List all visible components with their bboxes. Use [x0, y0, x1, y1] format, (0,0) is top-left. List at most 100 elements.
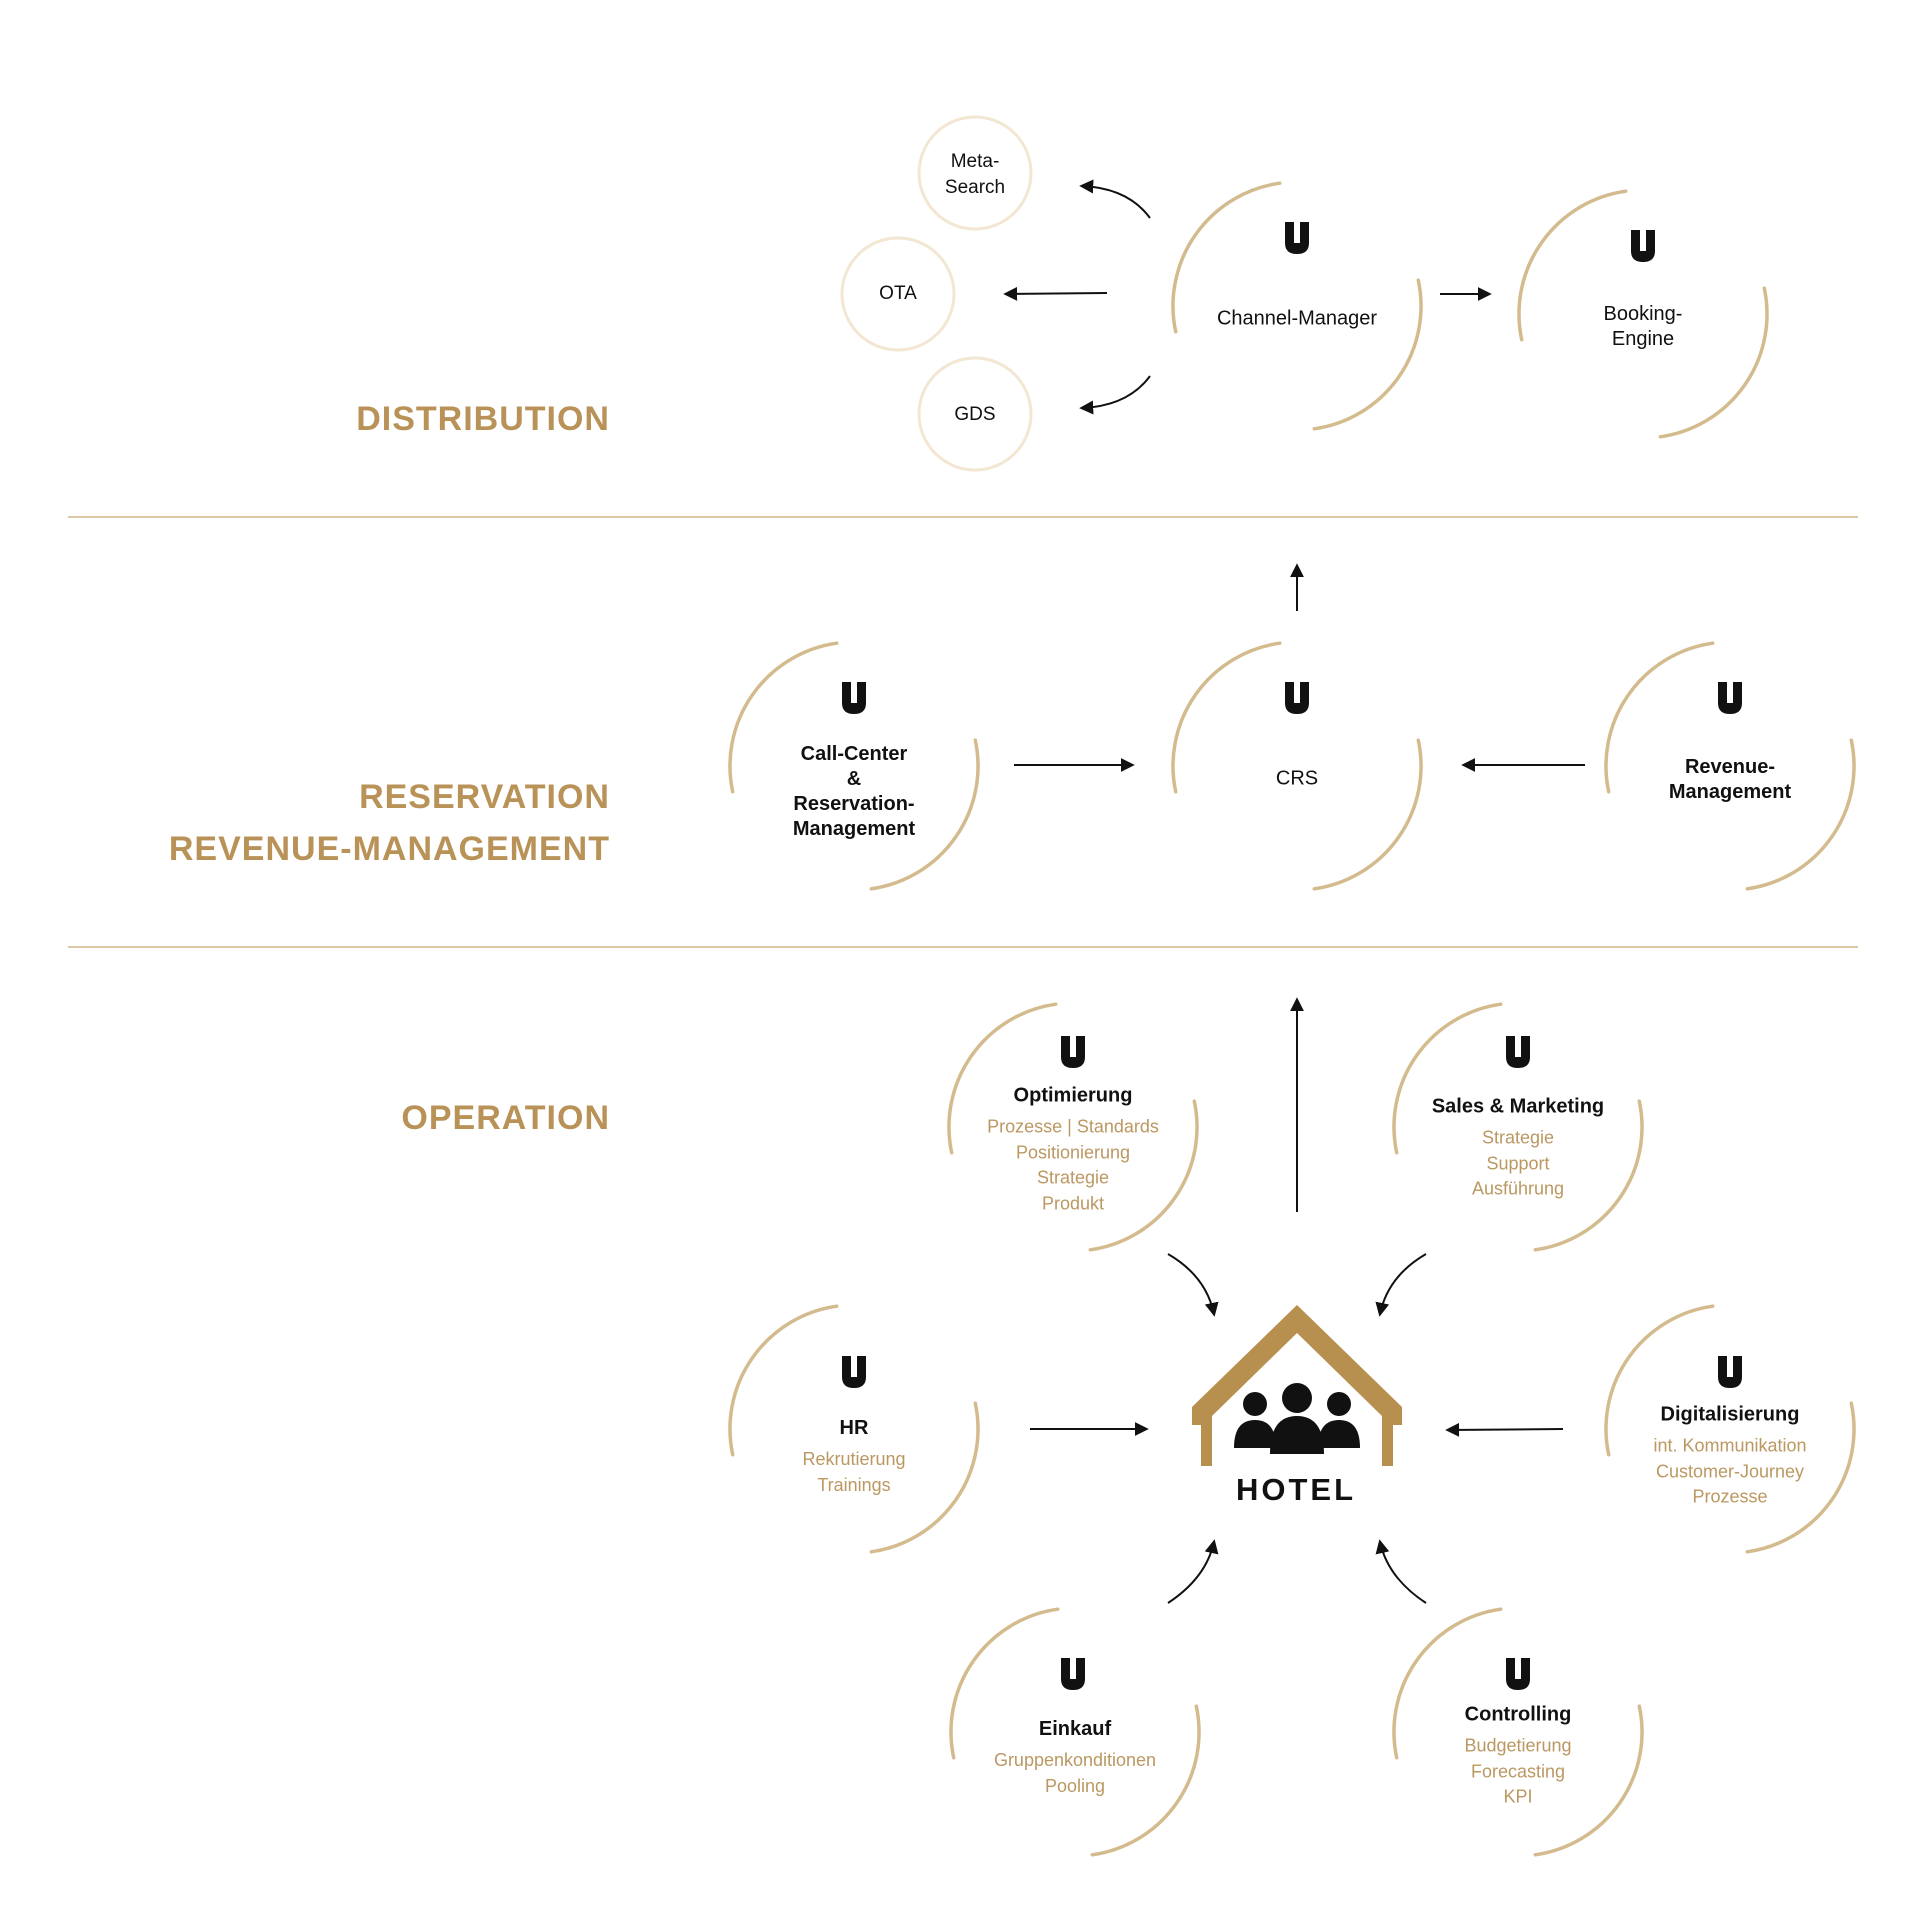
ring-arc — [1090, 1704, 1201, 1857]
shield-icon — [1061, 1036, 1085, 1068]
node-crs: CRS — [1177, 767, 1417, 792]
ring-arc — [1392, 1002, 1503, 1155]
revenue-line1: Revenue- — [1684, 756, 1776, 778]
node-channel-manager: Channel-Manager — [1177, 307, 1417, 332]
section-label-operation: OPERATION — [401, 1092, 610, 1144]
meta-search-circle — [917, 115, 1033, 231]
node-gds: GDS — [915, 402, 1035, 428]
node-revenue-management: Revenue- Management — [1610, 755, 1850, 805]
shield-icon — [842, 682, 866, 714]
digitalisierung-title: Digitalisierung — [1660, 1403, 1800, 1426]
ring-arc — [1088, 1099, 1199, 1252]
ring-arc — [1533, 1704, 1644, 1857]
ring-booking-engine — [1517, 189, 1769, 439]
ota-circle — [840, 236, 956, 352]
arrow-optimierung-to-hotel — [1167, 1253, 1219, 1317]
sales-marketing-title: Sales & Marketing — [1431, 1095, 1605, 1118]
revenue-line2: Management — [1668, 781, 1792, 803]
ring-arc — [1312, 738, 1423, 891]
ring-arc — [1392, 1607, 1503, 1760]
ring-arc — [1658, 286, 1769, 439]
ota-label: OTA — [879, 283, 917, 304]
ring-arc — [1533, 1099, 1644, 1252]
arrow-einkauf-to-hotel — [1167, 1539, 1219, 1604]
ring-arc — [949, 1607, 1060, 1760]
hotel-house-icon — [1192, 1305, 1402, 1466]
ring-arc — [1604, 641, 1715, 794]
channel-manager-title: Channel-Manager — [1216, 307, 1378, 330]
shield-icon — [1506, 1658, 1530, 1690]
ring-sales-marketing — [1392, 1002, 1644, 1252]
node-booking-engine: Booking- Engine — [1523, 302, 1763, 352]
sales-marketing-sub: Support — [1486, 1152, 1550, 1173]
controlling-sub: Forecasting — [1470, 1760, 1566, 1781]
section-reservation-line1: RESERVATION — [359, 778, 610, 816]
arrow-controlling-to-hotel — [1375, 1539, 1427, 1604]
optimierung-sub: Positionierung — [1015, 1142, 1131, 1162]
node-meta-search: Meta- Search — [915, 149, 1035, 201]
shield-icon — [842, 1356, 866, 1388]
einkauf-sub: Gruppenkonditionen — [993, 1750, 1157, 1770]
arrow-to-ota — [1003, 286, 1108, 301]
ring-controlling — [1392, 1607, 1644, 1857]
optimierung-sub: Produkt — [1041, 1193, 1105, 1213]
optimierung-title: Optimierung — [1013, 1084, 1133, 1107]
section-distribution-text: DISTRIBUTION — [356, 400, 610, 438]
ring-call-center — [728, 641, 980, 891]
meta-search-line1: Meta- — [950, 151, 1000, 172]
ring-revenue-management — [1604, 641, 1856, 891]
shield-icon — [1631, 230, 1655, 262]
ring-arc — [1312, 278, 1423, 431]
digitalisierung-sub: int. Kommunikation — [1653, 1435, 1807, 1456]
ring-arc — [869, 738, 980, 891]
shield-icon — [1061, 1658, 1085, 1690]
ring-optimierung — [947, 1002, 1199, 1252]
hr-title: HR — [839, 1417, 869, 1439]
arrow-sales-to-hotel — [1375, 1253, 1427, 1317]
shield-icon — [1718, 1356, 1742, 1388]
booking-engine-line2: Engine — [1611, 328, 1675, 350]
meta-search-line2: Search — [944, 177, 1006, 198]
controlling-sub: KPI — [1503, 1786, 1533, 1807]
controlling-sub: Budgetierung — [1464, 1735, 1572, 1756]
node-controlling: Controlling Budgetierung Forecasting KPI — [1398, 1702, 1638, 1810]
ring-arc — [728, 1304, 839, 1457]
sales-marketing-sub: Strategie — [1481, 1127, 1555, 1148]
gds-label: GDS — [954, 404, 996, 425]
node-sales-marketing: Sales & Marketing Strategie Support Ausf… — [1398, 1094, 1638, 1202]
hr-sub: Trainings — [817, 1474, 891, 1495]
ring-arc — [1171, 641, 1282, 794]
node-einkauf: Einkauf Gruppenkonditionen Pooling — [955, 1717, 1195, 1799]
people-icon — [1234, 1383, 1360, 1454]
section-label-distribution: DISTRIBUTION — [356, 393, 610, 445]
shield-icon — [1718, 682, 1742, 714]
ring-arc — [1745, 1401, 1856, 1554]
section-reservation-line2: REVENUE-MANAGEMENT — [168, 830, 610, 868]
call-center-line3: Reservation- — [793, 793, 915, 815]
ring-arc — [869, 1401, 980, 1554]
call-center-line4: Management — [792, 818, 916, 840]
call-center-line1: Call-Center — [800, 743, 908, 765]
node-optimierung: Optimierung Prozesse | Standards Positio… — [953, 1084, 1193, 1217]
ring-arc — [1171, 181, 1282, 334]
call-center-line2: & — [846, 768, 862, 790]
shield-icon — [1285, 222, 1309, 254]
arrow-to-meta-search — [1079, 179, 1151, 219]
gds-circle — [917, 356, 1033, 472]
ring-arc — [1517, 189, 1628, 342]
booking-engine-line1: Booking- — [1603, 303, 1683, 325]
arrow-digitalisierung-to-hotel — [1445, 1422, 1564, 1437]
shield-icon — [1506, 1036, 1530, 1068]
ring-arc — [728, 641, 839, 794]
hotel-label: HOTEL — [1235, 1472, 1357, 1507]
sales-marketing-sub: Ausführung — [1471, 1178, 1565, 1199]
ring-arc — [1604, 1304, 1715, 1457]
node-hr: HR Rekrutierung Trainings — [734, 1416, 974, 1498]
ring-einkauf — [949, 1607, 1201, 1857]
section-label-reservation: RESERVATION REVENUE-MANAGEMENT — [169, 771, 610, 875]
node-call-center: Call-Center & Reservation- Management — [734, 742, 974, 842]
ring-arc — [947, 1002, 1058, 1155]
ring-arc — [1745, 738, 1856, 891]
